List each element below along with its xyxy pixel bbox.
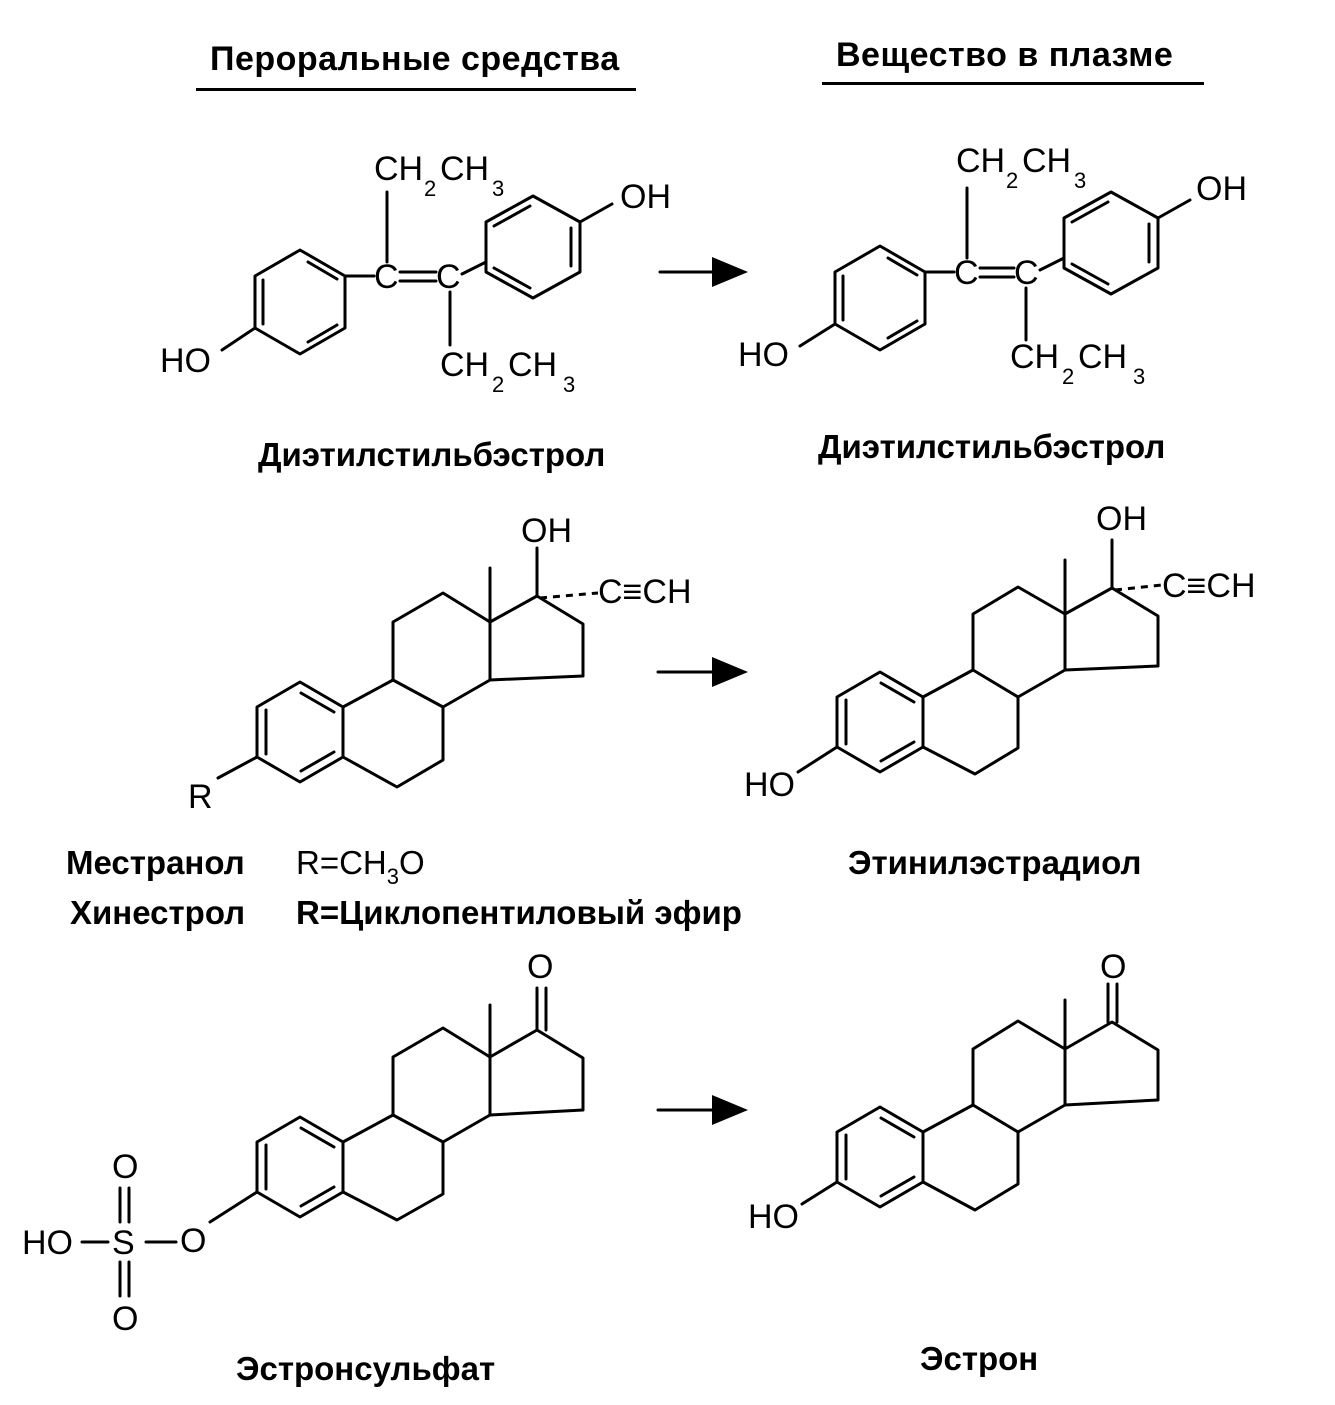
svg-text:3: 3 [1133,364,1145,389]
atom-c2: C [436,258,461,296]
atom-c2: C [1014,254,1039,292]
atom-c1: C [954,254,979,292]
atom-ester-o: O [180,1222,206,1260]
structure-mestranol: OH C≡CH R [188,512,692,816]
atom-ch2-bottom: CH [440,346,489,384]
atom-s: S [112,1224,135,1262]
header-oral-drugs: Пероральные средства [210,40,620,78]
atom-ho: HO [22,1224,73,1262]
svg-text:3: 3 [563,372,575,397]
label-quinestrol: Хинестрол [70,894,246,931]
atom-ketone-o: O [1100,948,1126,986]
atom-ch2-bottom: CH [1010,338,1059,376]
atom-ho-left: HO [738,336,789,374]
atom-ch3-bottom: CH [508,346,557,384]
atom-sulfonyl-o-bottom: O [112,1300,138,1338]
svg-text:2: 2 [424,176,436,201]
header-oral-drugs-underline [196,88,636,91]
atom-oh: OH [521,512,572,550]
atom-ch3-top: CH [440,150,489,188]
structure-estrone: O HO [748,948,1160,1236]
svg-text:3: 3 [1074,168,1086,193]
atom-ch3-bottom: CH [1078,338,1127,376]
label-mestranol-r: R=CH3O [296,844,425,889]
atom-ketone-o: O [527,948,553,986]
label-des-plasma: Диэтилстильбэстрол [818,428,1166,465]
label-ethinylestradiol: Этинилэстрадиол [848,844,1142,881]
structure-ethinylestradiol: OH C≡CH HO [744,500,1256,804]
atom-ho-left: HO [160,342,211,380]
atom-sulfonyl-o-top: O [112,1148,138,1186]
structure-des-oral: C C CH 2 CH 3 CH 2 CH 3 OH HO [160,150,671,397]
atom-ch2-top: CH [956,142,1005,180]
label-estrone: Эстрон [920,1340,1039,1377]
atom-oh: OH [1096,500,1147,538]
atom-c1: C [374,258,399,296]
atom-ho: HO [744,766,795,804]
label-quinestrol-r: R=Циклопентиловый эфир [296,894,742,931]
label-estrone-sulfate: Эстронсульфат [236,1350,496,1387]
structure-des-plasma: C C CH 2 CH 3 CH 2 CH 3 OH HO [738,142,1247,389]
header-plasma-substance: Вещество в плазме [836,36,1174,74]
atom-oh-right: OH [620,178,671,216]
structure-estrone-sulfate: O O S HO O O [22,948,585,1338]
svg-text:2: 2 [1006,168,1018,193]
atom-ch3-top: CH [1022,142,1071,180]
atom-r: R [188,778,213,816]
svg-text:2: 2 [492,372,504,397]
svg-text:3: 3 [492,176,504,201]
label-mestranol: Местранол [66,844,245,881]
atom-ethynyl: C≡CH [1162,567,1256,605]
atom-ch2-top: CH [374,150,423,188]
atom-ethynyl: C≡CH [598,573,692,611]
label-des-oral: Диэтилстильбэстрол [258,436,606,473]
svg-text:2: 2 [1062,364,1074,389]
header-plasma-substance-underline [822,82,1204,85]
atom-oh-right: OH [1196,170,1247,208]
atom-ho: HO [748,1198,799,1236]
